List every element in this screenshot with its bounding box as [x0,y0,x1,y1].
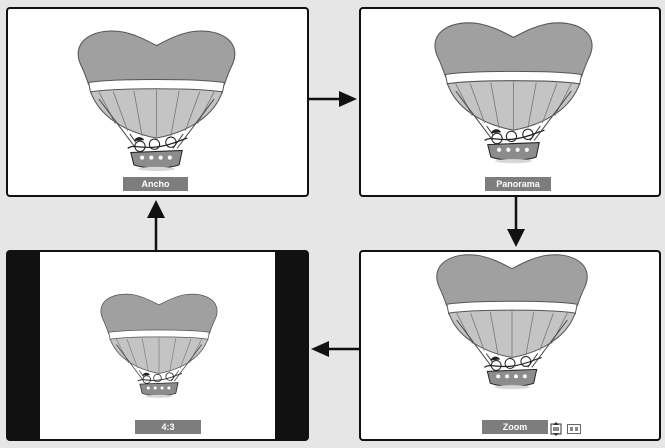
zoom-position-icon [550,422,562,436]
balloon-illustration [431,16,596,166]
balloon-illustration [74,27,239,171]
zoom-adjust-icons [550,422,581,436]
arrow-up-icon [147,200,165,250]
label-ancho: Ancho [123,177,188,191]
label-4-3: 4:3 [135,420,201,434]
balloon-illustration [433,250,591,400]
arrow-down-icon [507,197,525,247]
panel-4-3-picture-area: 4:3 [40,252,275,439]
label-panorama: Panorama [485,177,551,191]
panel-4-3: 4:3 [6,250,309,441]
balloon-illustration [98,272,220,417]
label-zoom: Zoom [482,420,548,434]
panel-ancho: Ancho [6,7,309,197]
arrow-left-icon [311,341,359,357]
panel-zoom: Zoom [359,250,661,441]
subtitle-icon [567,424,581,434]
panel-panorama: Panorama [359,7,661,197]
arrow-right-icon [309,91,357,107]
